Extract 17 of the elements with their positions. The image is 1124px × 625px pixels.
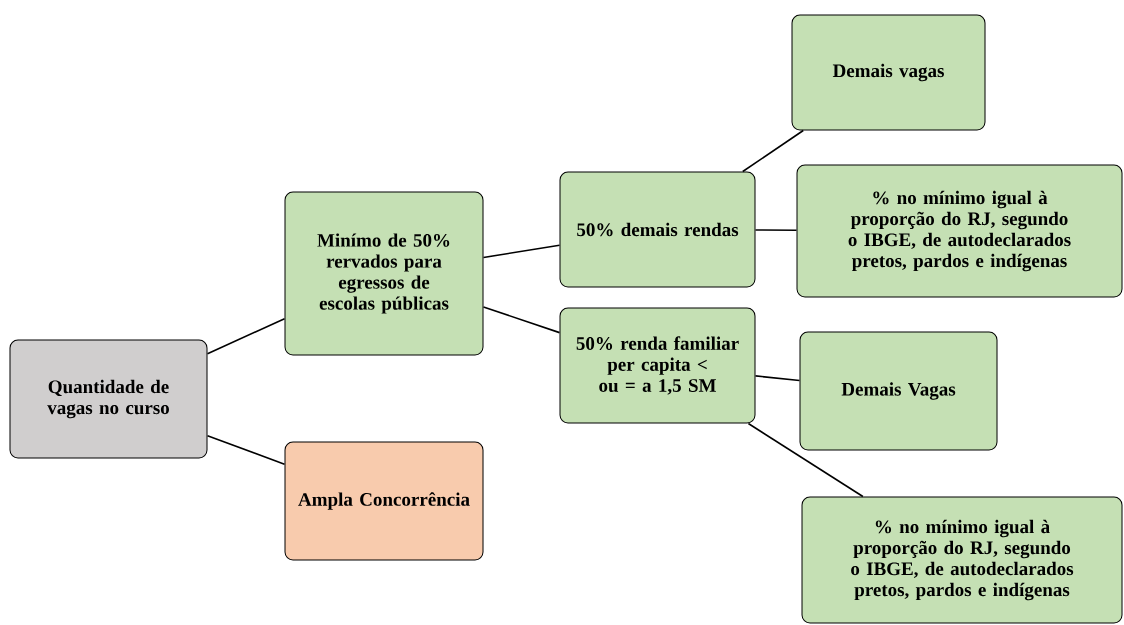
- text-box: % no mínimo igual à proporção do RJ, segundo o IBGE, de autodeclarados pretos, pardos e indígenas: [796, 164, 1123, 298]
- connector-line: [747, 422, 864, 498]
- text-box: Demais Vagas: [799, 331, 998, 451]
- text-box: Quantidade de vagas no curso: [9, 339, 208, 459]
- connector-line: [206, 317, 286, 355]
- connector-line: [482, 244, 561, 259]
- connector-line: [206, 434, 286, 466]
- text-box: % no mínimo igual à proporção do RJ, segundo o IBGE, de autodeclarados pretos, pardos e indígenas: [801, 496, 1123, 624]
- text-box: 50% demais rendas: [559, 171, 756, 288]
- connector-line: [482, 306, 561, 334]
- text-box: Ampla Concorrência: [284, 441, 484, 561]
- text-box: Minímo de 50% rervados para egressos de escolas públicas: [284, 191, 484, 356]
- connector-line: [741, 129, 805, 173]
- connector-line: [754, 375, 801, 382]
- text-box: 50% renda familiar per capita < ou = a 1,5 SM: [559, 307, 756, 424]
- connector-line: [754, 229, 798, 231]
- text-box: Demais vagas: [791, 14, 986, 131]
